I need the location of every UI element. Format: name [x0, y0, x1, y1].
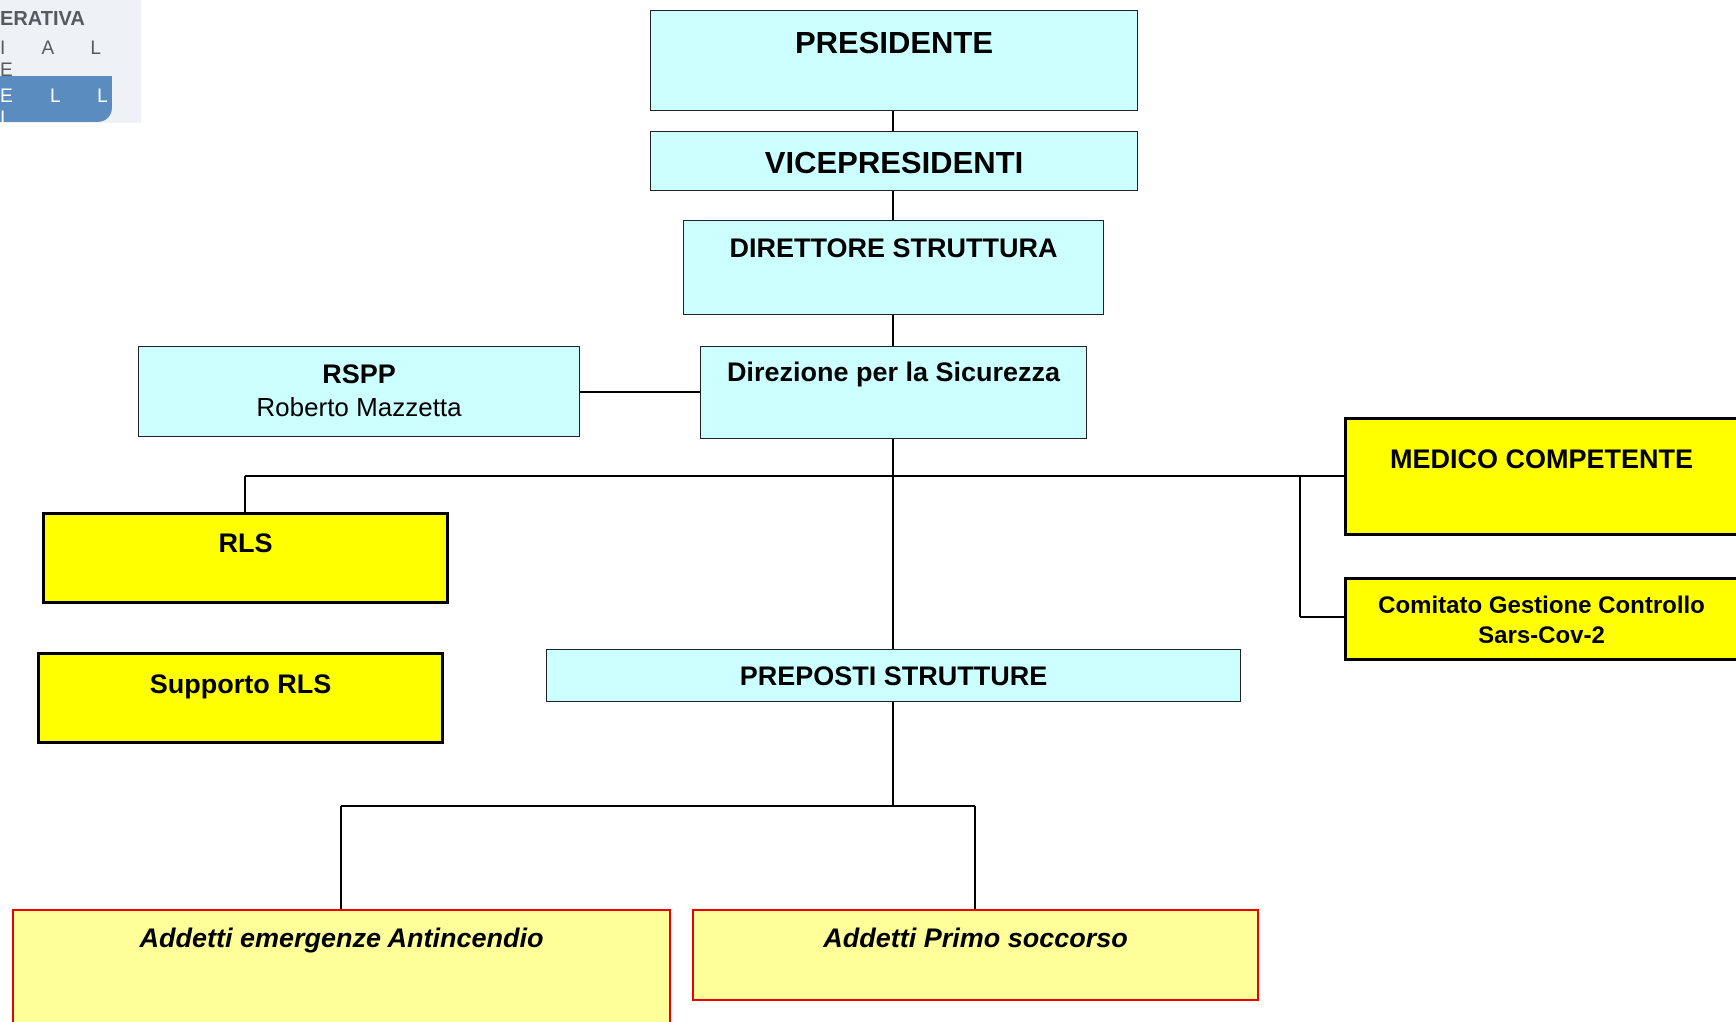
presidente-box: PRESIDENTE: [650, 10, 1138, 111]
presidente-label: PRESIDENTE: [794, 25, 994, 60]
rls-label: RLS: [218, 528, 273, 558]
vicepresidenti-box: VICEPRESIDENTI: [650, 131, 1138, 191]
medico-label: MEDICO COMPETENTE: [1389, 444, 1693, 474]
comitato-label-line2: Sars-Cov-2: [1478, 622, 1605, 649]
cooperative-logo: ERATIVA I A L E E L L I: [0, 0, 141, 129]
supporto-rls-label: Supporto RLS: [149, 669, 332, 699]
antincendio-label: Addetti emergenze Antincendio: [139, 923, 544, 953]
primo-soccorso-label: Addetti Primo soccorso: [823, 923, 1128, 953]
medico-box: MEDICO COMPETENTE: [1344, 417, 1736, 536]
comitato-box: Comitato Gestione Controllo Sars-Cov-2: [1344, 577, 1736, 661]
comitato-label-line1: Comitato Gestione Controllo: [1378, 592, 1705, 619]
logo-text-line3: E L L I: [0, 86, 123, 129]
preposti-box: PREPOSTI STRUTTURE: [546, 649, 1241, 702]
preposti-label: PREPOSTI STRUTTURE: [739, 661, 1048, 691]
rspp-title: RSPP: [322, 359, 396, 389]
direttore-label: DIRETTORE STRUTTURA: [729, 233, 1058, 263]
direzione-box: Direzione per la Sicurezza: [700, 346, 1087, 439]
logo-text-line1: ERATIVA: [0, 8, 85, 30]
logo-text-line2: I A L E: [0, 38, 117, 81]
vicepresidenti-label: VICEPRESIDENTI: [764, 145, 1024, 180]
rls-box: RLS: [42, 512, 449, 604]
supporto-rls-box: Supporto RLS: [37, 652, 444, 744]
rspp-name: Roberto Mazzetta: [256, 392, 462, 422]
direzione-label: Direzione per la Sicurezza: [726, 357, 1061, 387]
direttore-box: DIRETTORE STRUTTURA: [683, 220, 1104, 315]
rspp-box: RSPP Roberto Mazzetta: [138, 346, 580, 437]
primo-soccorso-box: Addetti Primo soccorso: [692, 909, 1259, 1001]
logo-blue-bar: [0, 76, 112, 122]
antincendio-box: Addetti emergenze Antincendio: [12, 909, 671, 1022]
